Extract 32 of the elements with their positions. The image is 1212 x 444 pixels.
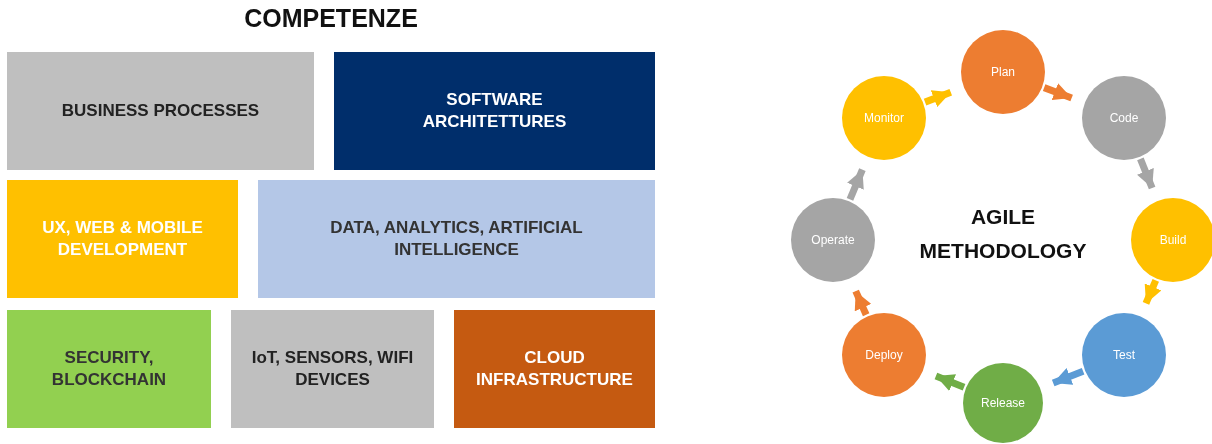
node-label: CLOUD INFRASTRUCTURE [475,346,634,391]
node-label: DATA, ANALYTICS, ARTIFICIAL INTELLIGENCE [329,216,584,261]
node-label: Plan [991,65,1015,79]
arrow [852,289,872,317]
competence-tile [7,180,238,298]
arrow [923,88,953,108]
arrow [1042,83,1073,102]
arrow [1051,367,1085,387]
competence-tile [7,310,211,428]
node-label: UX, WEB & MOBILE DEVELOPMENT [41,216,204,261]
heading: COMPETENZE [243,4,419,33]
center-title: AGILE METHODOLOGY [918,204,1088,264]
node-label: Operate [811,233,855,247]
arrow [1137,157,1156,190]
node-label: Build [1159,233,1187,247]
competence-tile [334,52,655,170]
node-label: BUSINESS PROCESSES [60,99,261,122]
arrow [1142,279,1162,305]
node-label: Code [1109,111,1139,125]
arrow [934,372,966,392]
node-label: Deploy [865,348,903,362]
competence-tile [258,180,655,298]
node-label: Release [981,396,1025,410]
node-label: SECURITY, BLOCKCHAIN [50,346,168,391]
competence-tile [7,52,314,170]
node-label: SOFTWARE ARCHITETTURES [421,88,568,133]
node-label: Test [1113,348,1135,362]
node-label: Monitor [864,111,904,125]
arrow [846,168,866,201]
competence-tile [454,310,655,428]
competence-tile [231,310,434,428]
node-label: IoT, SENSORS, WIFI DEVICES [250,346,415,391]
